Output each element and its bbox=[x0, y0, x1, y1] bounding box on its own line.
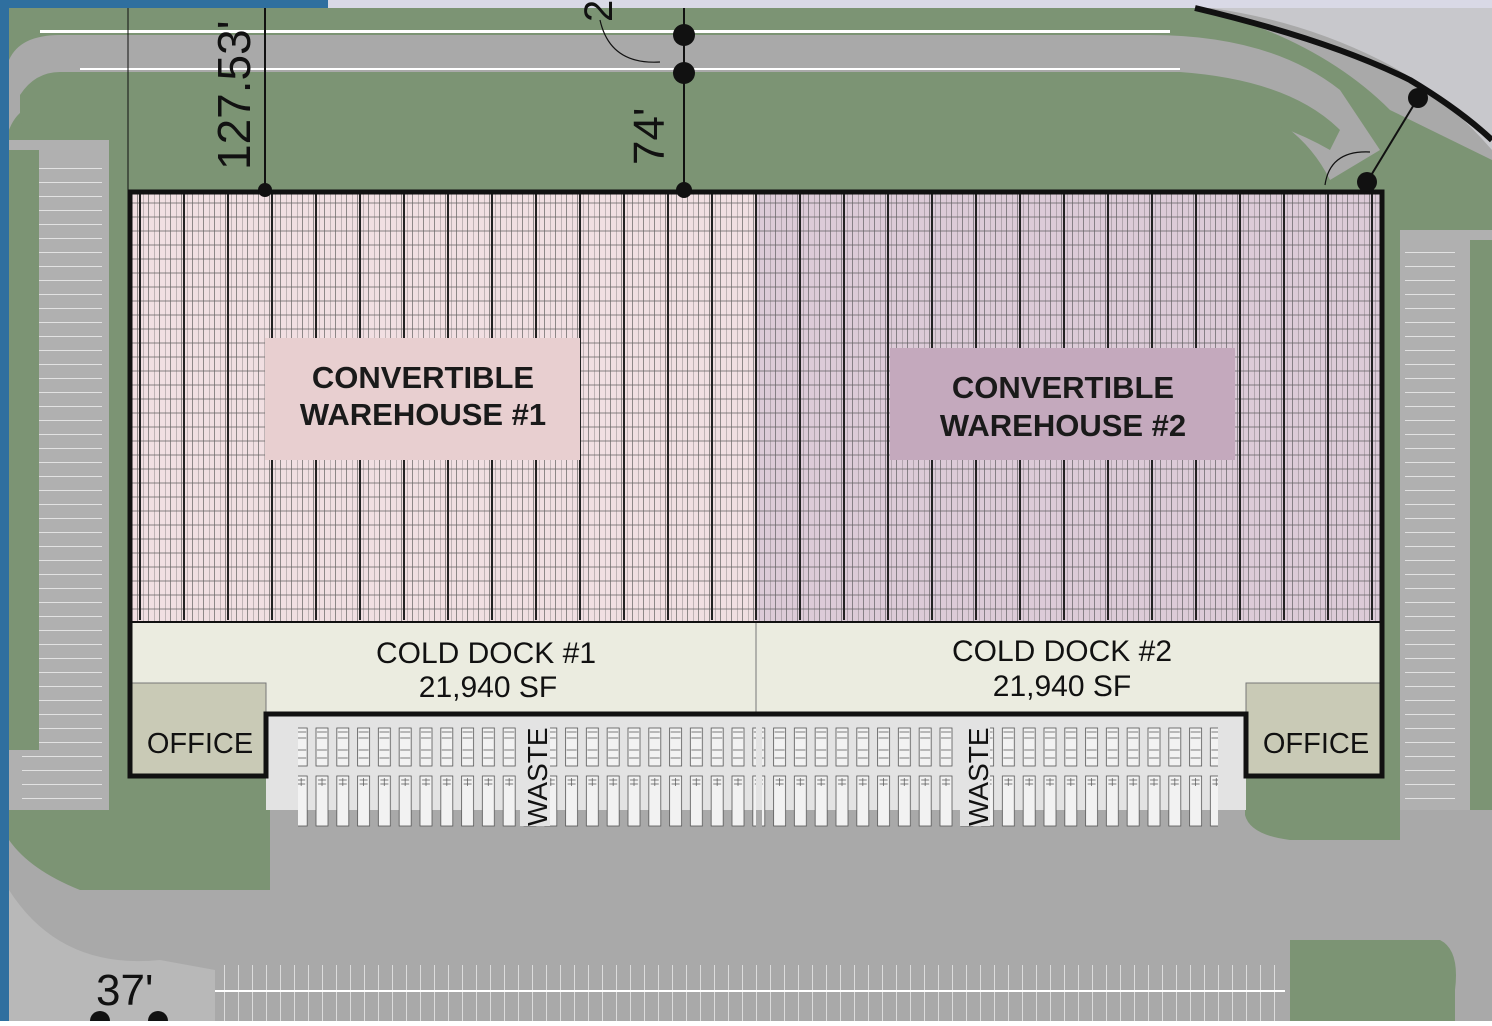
waste-left-label: WASTE bbox=[522, 727, 553, 826]
bottom-left-island bbox=[9, 890, 215, 1021]
top-road-lower bbox=[9, 35, 1380, 180]
sky-strip bbox=[328, 0, 1492, 8]
dim-label-bottom: 37' bbox=[96, 966, 153, 1015]
dim-dot-left bbox=[258, 183, 272, 197]
warehouse-1-label-bg bbox=[265, 338, 580, 460]
office-right-label: OFFICE bbox=[1263, 728, 1369, 760]
building-outline bbox=[127, 189, 1385, 779]
warehouse-2-label-bg bbox=[890, 348, 1235, 460]
bottom-parking-row bbox=[215, 965, 1285, 1021]
dim-arc-right bbox=[1324, 151, 1371, 186]
dim-label-partial: 2 bbox=[577, 0, 621, 22]
office-right-area bbox=[1245, 682, 1383, 777]
cold-dock-1-name: COLD DOCK #1 bbox=[376, 637, 596, 670]
bottom-parking-line bbox=[215, 990, 1285, 992]
cold-dock-2-area-label: 21,940 SF bbox=[993, 670, 1131, 703]
warehouse-1-label-line1: CONVERTIBLE bbox=[312, 360, 534, 395]
road-marking-top bbox=[40, 30, 1170, 33]
right-parking-stalls bbox=[1405, 250, 1455, 810]
dim-dot-right-1 bbox=[1408, 88, 1428, 108]
left-parking-island bbox=[9, 150, 39, 750]
bottom-right-grass bbox=[1245, 810, 1400, 840]
cold-dock-1-area-label: 21,940 SF bbox=[419, 671, 557, 704]
cold-dock-2-name: COLD DOCK #2 bbox=[952, 635, 1172, 668]
waste-slot-left bbox=[520, 716, 550, 826]
warehouse-1-label-line2: WAREHOUSE #1 bbox=[300, 397, 546, 432]
dim-dot-mid-3 bbox=[676, 182, 692, 198]
bottom-right-island bbox=[1290, 940, 1456, 1021]
dim-label-mid: 74' bbox=[625, 108, 674, 165]
dim-dot-right-2 bbox=[1357, 172, 1377, 192]
dim-label-left: 127.53' bbox=[208, 21, 260, 170]
right-parking-island bbox=[1470, 240, 1492, 810]
waste-right-label: WASTE bbox=[963, 727, 994, 826]
warehouse-2-label-line1: CONVERTIBLE bbox=[952, 370, 1174, 405]
dim-dot-mid-1 bbox=[673, 24, 695, 46]
property-line bbox=[1194, 5, 1492, 143]
bottom-left-grass bbox=[9, 810, 270, 890]
aerial-texture bbox=[1210, 8, 1492, 150]
dim-dot-mid-2 bbox=[673, 62, 695, 84]
waste-slot-right bbox=[960, 716, 990, 826]
top-grass-strip bbox=[20, 72, 1340, 150]
dim-line-right bbox=[1366, 97, 1419, 183]
office-left-label: OFFICE bbox=[147, 728, 253, 760]
road-marking-top-2 bbox=[80, 68, 1180, 70]
dim-arc-top bbox=[599, 19, 661, 63]
warehouse-2-label-line2: WAREHOUSE #2 bbox=[940, 408, 1186, 443]
